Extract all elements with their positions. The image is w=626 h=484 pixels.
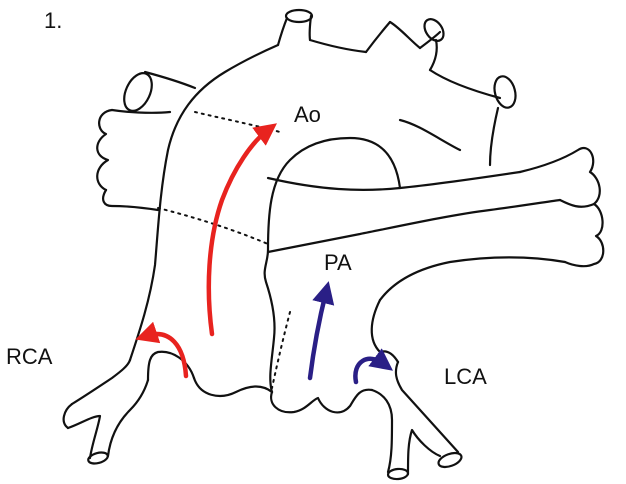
- pa-branch-notch: [560, 200, 594, 207]
- vessel-2-wall: [366, 22, 390, 52]
- pulmonary-flow-arrow: [310, 292, 326, 378]
- pa-upper-branch-bottom: [380, 258, 565, 301]
- lca-flow-arrow: [355, 359, 384, 382]
- rca-branch-upper: [64, 404, 72, 428]
- subclavian-vessel: [490, 74, 519, 165]
- right-branch-upper-opening: [119, 69, 158, 115]
- carotid-vessel: [366, 16, 500, 98]
- aortic-root-outline: [64, 352, 272, 466]
- aorta-outline: [130, 40, 520, 360]
- aortic-arch-top: [310, 40, 366, 52]
- pa-branch-end-lobes: [520, 148, 603, 266]
- vessel-1-opening: [286, 10, 312, 22]
- brachiocephalic-vessel: [278, 10, 312, 45]
- vessel-2-wall-e: [430, 70, 500, 98]
- rca-label: RCA: [6, 344, 53, 369]
- vessel-1-wall: [278, 18, 287, 45]
- aorta-label: Ao: [294, 102, 321, 127]
- vessel-3-wall: [490, 108, 498, 165]
- right-branch-lobes: [97, 110, 112, 190]
- lca-opening-right: [437, 450, 464, 469]
- rca-branch-inner: [108, 380, 148, 456]
- right-branch-mid: [112, 110, 170, 113]
- lca-opening-left: [388, 468, 409, 480]
- descending-aorta-lower: [268, 172, 520, 190]
- pulmonary-artery-label: PA: [324, 250, 352, 275]
- aortic-root-left: [72, 360, 130, 404]
- vessel-2-wall-d: [430, 40, 437, 70]
- lca-stem-left: [372, 390, 392, 472]
- vessel-3-opening: [491, 74, 519, 110]
- pa-upper-branch-top: [268, 200, 560, 252]
- pa-sinus-1: [271, 390, 372, 413]
- figure-number: 1.: [44, 8, 62, 33]
- pa-left-wall: [265, 250, 275, 392]
- rca-branch-lower: [68, 416, 100, 458]
- aortic-arch-inner: [268, 138, 400, 250]
- descending-aorta-upper: [400, 120, 460, 150]
- vessel-2-opening: [421, 16, 448, 45]
- lca-stem-inner: [408, 430, 440, 474]
- right-arch-branches: [97, 69, 195, 210]
- aortic-sinus-2: [194, 378, 272, 396]
- lca-label: LCA: [444, 364, 487, 389]
- vessel-2-wall-b: [390, 22, 420, 48]
- aorta-left-wall: [130, 45, 278, 360]
- pulmonary-root-outline: [271, 351, 463, 480]
- pa-right-wall: [372, 300, 380, 352]
- right-branch-lower: [103, 190, 158, 210]
